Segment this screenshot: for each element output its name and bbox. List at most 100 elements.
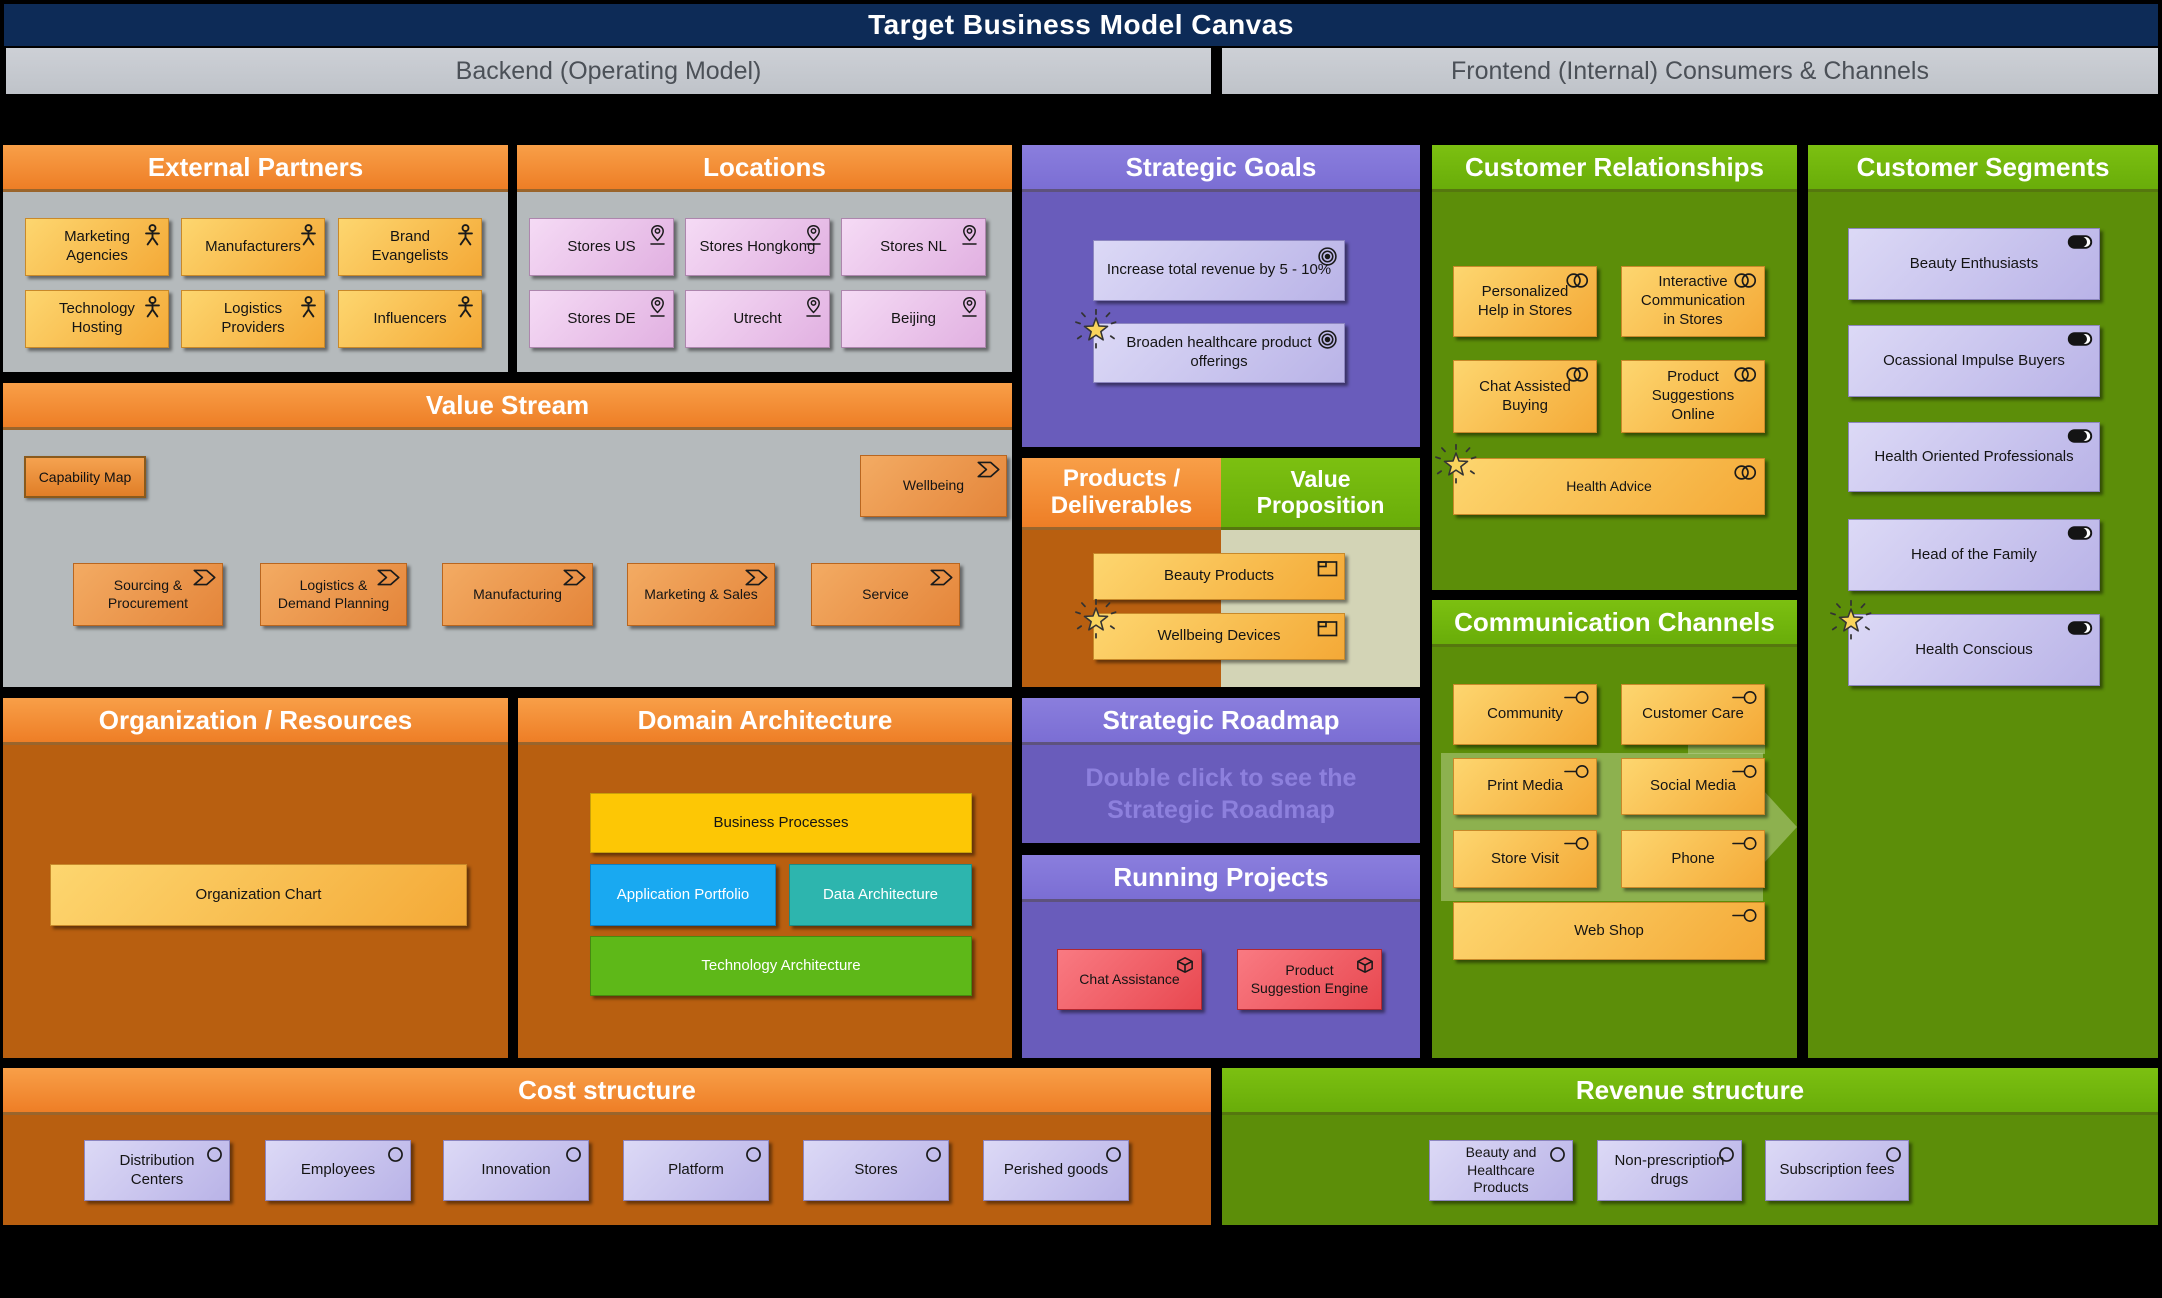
communication-channel-box[interactable]: Print Media — [1453, 758, 1597, 815]
location-box[interactable]: Stores Hongkong — [685, 218, 830, 276]
cost-box[interactable]: Perished goods — [983, 1140, 1129, 1201]
domain-architecture-box[interactable]: Business Processes — [590, 793, 972, 853]
customer-segment-box[interactable]: Beauty Enthusiasts — [1848, 228, 2100, 300]
star-icon — [1074, 307, 1118, 351]
section-body-value-stream — [3, 430, 1012, 687]
customer-segment-box[interactable]: Health Conscious — [1848, 614, 2100, 686]
product-icon — [1317, 619, 1338, 637]
product-box[interactable]: Wellbeing Devices — [1093, 613, 1345, 660]
section-header-locations: Locations — [517, 145, 1012, 192]
section-header-external-partners: External Partners — [3, 145, 508, 192]
external-partner-box[interactable]: Influencers — [338, 290, 482, 348]
running-project-box[interactable]: Product Suggestion Engine — [1237, 949, 1382, 1010]
communication-channel-box[interactable]: Community — [1453, 684, 1597, 745]
actor-icon — [299, 224, 318, 246]
communication-channel-box[interactable]: Social Media — [1621, 758, 1765, 815]
value-stream-box[interactable]: Wellbeing — [860, 455, 1007, 517]
domain-architecture-box[interactable]: Data Architecture — [789, 864, 972, 926]
external-partner-box[interactable]: Technology Hosting — [25, 290, 169, 348]
interaction-icon — [1733, 272, 1758, 289]
location-pin-icon — [648, 224, 667, 246]
section-header-value-stream: Value Stream — [3, 383, 1012, 430]
value-stream-stage-box[interactable]: Manufacturing — [442, 563, 593, 626]
cost-box[interactable]: Stores — [803, 1140, 949, 1201]
value-stream-icon — [930, 569, 953, 586]
value-stream-stage-box[interactable]: Service — [811, 563, 960, 626]
location-box[interactable]: Stores US — [529, 218, 674, 276]
box-label: Distribution Centers — [119, 1151, 195, 1188]
box-label: Stores — [854, 1161, 898, 1179]
star-icon — [1074, 597, 1118, 641]
external-partner-box[interactable]: Brand Evangelists — [338, 218, 482, 276]
customer-segment-box[interactable]: Ocassional Impulse Buyers — [1848, 325, 2100, 397]
capability-map-button[interactable]: Capability Map — [24, 456, 146, 498]
revenue-box[interactable]: Beauty and Healthcare Products — [1429, 1140, 1573, 1201]
customer-relationship-box[interactable]: Chat Assisted Buying — [1453, 360, 1597, 433]
domain-architecture-box[interactable]: Application Portfolio — [590, 864, 776, 926]
star-icon — [1829, 598, 1873, 642]
communication-channel-box[interactable]: Store Visit — [1453, 830, 1597, 888]
location-box[interactable]: Utrecht — [685, 290, 830, 348]
roadmap-hint-text: Double click to see the Strategic Roadma… — [1085, 763, 1357, 825]
product-icon — [1317, 559, 1338, 577]
section-header-running-projects: Running Projects — [1022, 855, 1420, 902]
section-header-domain-architecture: Domain Architecture — [518, 698, 1012, 745]
customer-segment-box[interactable]: Head of the Family — [1848, 519, 2100, 591]
customer-segment-box[interactable]: Health Oriented Professionals — [1848, 422, 2100, 492]
box-label: Marketing Agencies — [64, 228, 130, 264]
revenue-box[interactable]: Subscription fees — [1765, 1140, 1909, 1201]
strategic-goal-box[interactable]: Increase total revenue by 5 - 10% — [1093, 240, 1345, 301]
location-box[interactable]: Beijing — [841, 290, 986, 348]
interaction-icon — [1733, 366, 1758, 383]
external-partner-box[interactable]: Marketing Agencies — [25, 218, 169, 276]
box-label: Stores US — [567, 237, 636, 255]
actor-icon — [143, 296, 162, 318]
organization-chart-box[interactable]: Organization Chart — [50, 864, 467, 926]
value-circle-icon — [1105, 1146, 1122, 1163]
section-header-communication-channels: Communication Channels — [1432, 600, 1797, 647]
value-circle-icon — [1549, 1146, 1566, 1163]
strategic-roadmap-body[interactable]: Double click to see the Strategic Roadma… — [1022, 745, 1420, 843]
domain-architecture-box[interactable]: Technology Architecture — [590, 936, 972, 996]
location-box[interactable]: Stores DE — [529, 290, 674, 348]
box-label: Stores DE — [567, 309, 636, 327]
interaction-icon — [1565, 272, 1590, 289]
communication-channel-box[interactable]: Customer Care — [1621, 684, 1765, 745]
customer-relationship-box[interactable]: Health Advice — [1453, 458, 1765, 515]
external-partner-box[interactable]: Manufacturers — [181, 218, 325, 276]
value-stream-icon — [377, 569, 400, 586]
product-box[interactable]: Beauty Products — [1093, 553, 1345, 600]
section-header-revenue-structure: Revenue structure — [1222, 1068, 2158, 1115]
location-box[interactable]: Stores NL — [841, 218, 986, 276]
value-circle-icon — [745, 1146, 762, 1163]
box-label: Data Architecture — [822, 885, 939, 903]
customer-relationship-box[interactable]: Interactive Communication in Stores — [1621, 266, 1765, 337]
box-label: Influencers — [373, 309, 447, 327]
cost-box[interactable]: Distribution Centers — [84, 1140, 230, 1201]
box-label: Stores NL — [880, 237, 947, 255]
communication-channel-box[interactable]: Phone — [1621, 830, 1765, 888]
external-partner-box[interactable]: Logistics Providers — [181, 290, 325, 348]
box-label: Technology Architecture — [701, 956, 861, 974]
interface-icon — [1564, 690, 1590, 705]
cost-box[interactable]: Platform — [623, 1140, 769, 1201]
customer-relationship-box[interactable]: Personalized Help in Stores — [1453, 266, 1597, 337]
value-stream-stage-box[interactable]: Logistics & Demand Planning — [260, 563, 407, 626]
value-stream-stage-box[interactable]: Sourcing & Procurement — [73, 563, 223, 626]
band-backend: Backend (Operating Model) — [6, 48, 1211, 94]
revenue-box[interactable]: Non-prescription drugs — [1597, 1140, 1742, 1201]
box-label: Chat Assisted Buying — [1479, 377, 1571, 414]
section-header-strategic-roadmap: Strategic Roadmap — [1022, 698, 1420, 745]
customer-relationship-box[interactable]: Product Suggestions Online — [1621, 360, 1765, 433]
actor-icon — [456, 296, 475, 318]
section-header-customer-segments: Customer Segments — [1808, 145, 2158, 192]
value-stream-stage-box[interactable]: Marketing & Sales — [627, 563, 775, 626]
running-project-box[interactable]: Chat Assistance — [1057, 949, 1202, 1010]
box-label: Logistics & Demand Planning — [277, 577, 390, 611]
communication-channel-box[interactable]: Web Shop — [1453, 902, 1765, 960]
cost-box[interactable]: Employees — [265, 1140, 411, 1201]
cost-box[interactable]: Innovation — [443, 1140, 589, 1201]
strategic-goal-box[interactable]: Broaden healthcare product offerings — [1093, 323, 1345, 383]
box-label: Web Shop — [1574, 921, 1644, 939]
